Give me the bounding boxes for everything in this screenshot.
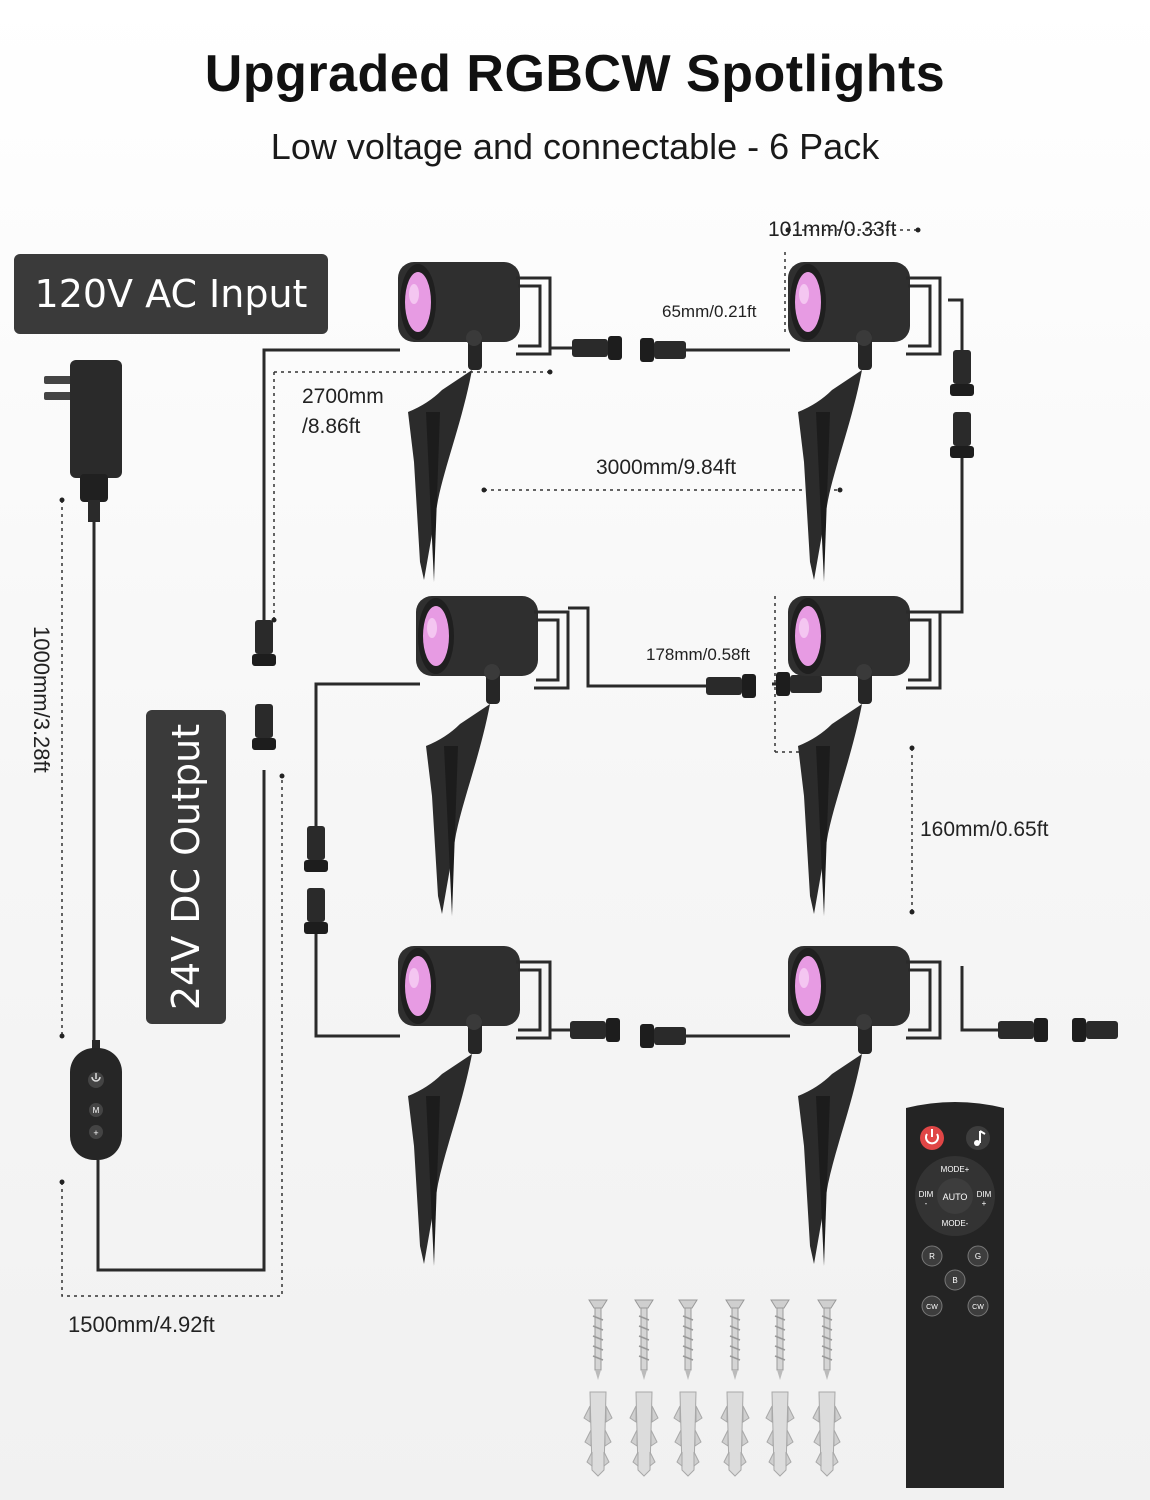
dim-lead-cable: 2700mm /8.86ft bbox=[302, 385, 384, 438]
music-note-icon[interactable] bbox=[974, 1130, 986, 1146]
mounting-hardware bbox=[583, 1299, 842, 1477]
spotlights bbox=[396, 260, 942, 1268]
mode-down-button[interactable]: MODE- bbox=[942, 1219, 969, 1228]
dim-plus-button[interactable]: DIM bbox=[977, 1190, 992, 1199]
input-voltage-label: 120V AC Input bbox=[34, 272, 308, 316]
dim-pigtail: 178mm/0.58ft bbox=[646, 645, 750, 664]
dim-head-height: 65mm/0.21ft bbox=[662, 302, 757, 321]
cool-white-button-right[interactable]: CW bbox=[972, 1304, 984, 1311]
dim-minus-button[interactable]: DIM bbox=[919, 1190, 934, 1199]
dim-controller-cable: 1500mm/4.92ft bbox=[68, 1312, 215, 1337]
mode-up-button[interactable]: MODE+ bbox=[941, 1165, 970, 1174]
dimension-lines bbox=[61, 229, 918, 1297]
page-title: Upgraded RGBCW Spotlights bbox=[204, 45, 946, 103]
input-voltage-badge: 120V AC Input bbox=[14, 254, 328, 334]
red-button[interactable]: R bbox=[929, 1252, 935, 1261]
dim-minus-sign: - bbox=[925, 1199, 928, 1208]
controller-power-icon[interactable] bbox=[91, 1073, 101, 1082]
page-subtitle: Low voltage and connectable - 6 Pack bbox=[270, 126, 880, 167]
remote-control bbox=[906, 1102, 1004, 1488]
dim-plus-sign: + bbox=[982, 1199, 987, 1208]
cable-runs bbox=[92, 298, 1000, 1272]
dim-stake: 160mm/0.65ft bbox=[920, 818, 1049, 841]
blue-button[interactable]: B bbox=[952, 1276, 957, 1285]
dim-spacing: 3000mm/9.84ft bbox=[596, 456, 737, 479]
dim-head-width: 101mm/0.33ft bbox=[768, 218, 897, 241]
inline-controller bbox=[70, 1040, 122, 1160]
output-voltage-badge: 24V DC Output bbox=[146, 710, 226, 1024]
dim-adapter-cable: 1000mm/3.28ft bbox=[29, 626, 54, 773]
controller-plus-button[interactable]: + bbox=[93, 1128, 98, 1138]
green-button[interactable]: G bbox=[975, 1252, 981, 1261]
power-adapter bbox=[44, 360, 122, 522]
auto-button[interactable]: AUTO bbox=[943, 1192, 968, 1202]
dimension-dots bbox=[59, 227, 921, 1185]
cool-white-button-left[interactable]: CW bbox=[926, 1304, 938, 1311]
power-icon[interactable] bbox=[925, 1129, 939, 1145]
connectors bbox=[252, 336, 1118, 1048]
controller-mode-button[interactable]: M bbox=[93, 1106, 100, 1115]
